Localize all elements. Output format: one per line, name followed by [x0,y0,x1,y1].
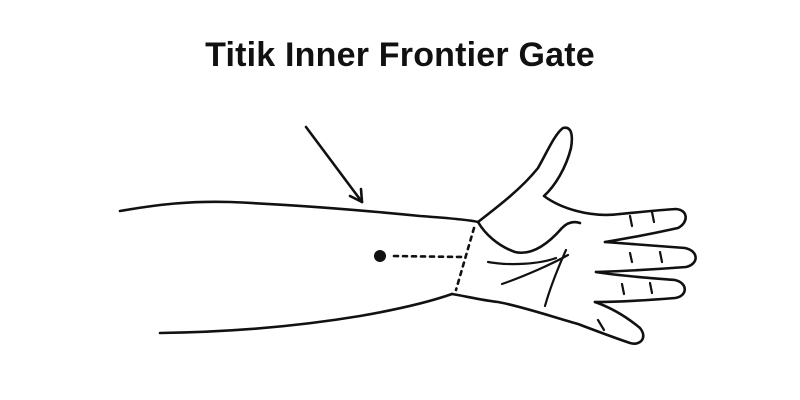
finger-creases [596,210,664,332]
forearm-outline [118,200,480,335]
hand-outline [450,126,697,345]
diagram-title: Titik Inner Frontier Gate [205,36,595,74]
acupoint-marker-icon [374,250,464,262]
palm-creases [486,248,570,308]
wrist-line [454,226,476,292]
arrow-pointer-icon [304,125,364,204]
